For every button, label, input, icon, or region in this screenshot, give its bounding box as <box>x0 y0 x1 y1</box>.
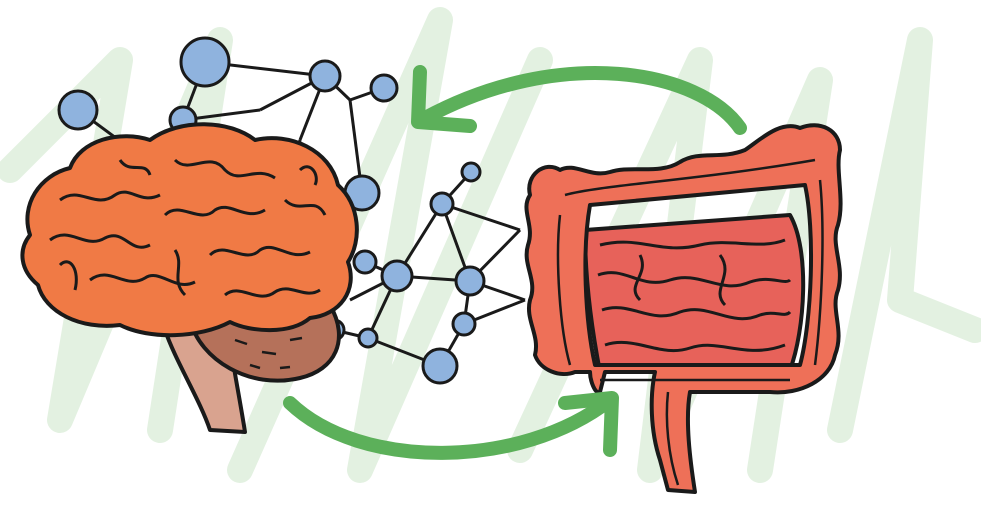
network-node <box>423 349 457 383</box>
network-node <box>359 329 377 347</box>
cerebrum <box>22 124 356 335</box>
network-node <box>354 251 376 273</box>
network-node <box>431 193 453 215</box>
arrow-icon <box>290 398 612 453</box>
network-node <box>382 261 412 291</box>
network-node <box>462 163 480 181</box>
network-node <box>181 38 229 86</box>
network-node <box>310 61 340 91</box>
network-node <box>453 313 475 335</box>
network-node <box>371 75 397 101</box>
network-node <box>456 267 484 295</box>
intestine-icon <box>526 125 840 492</box>
network-node <box>59 91 97 129</box>
